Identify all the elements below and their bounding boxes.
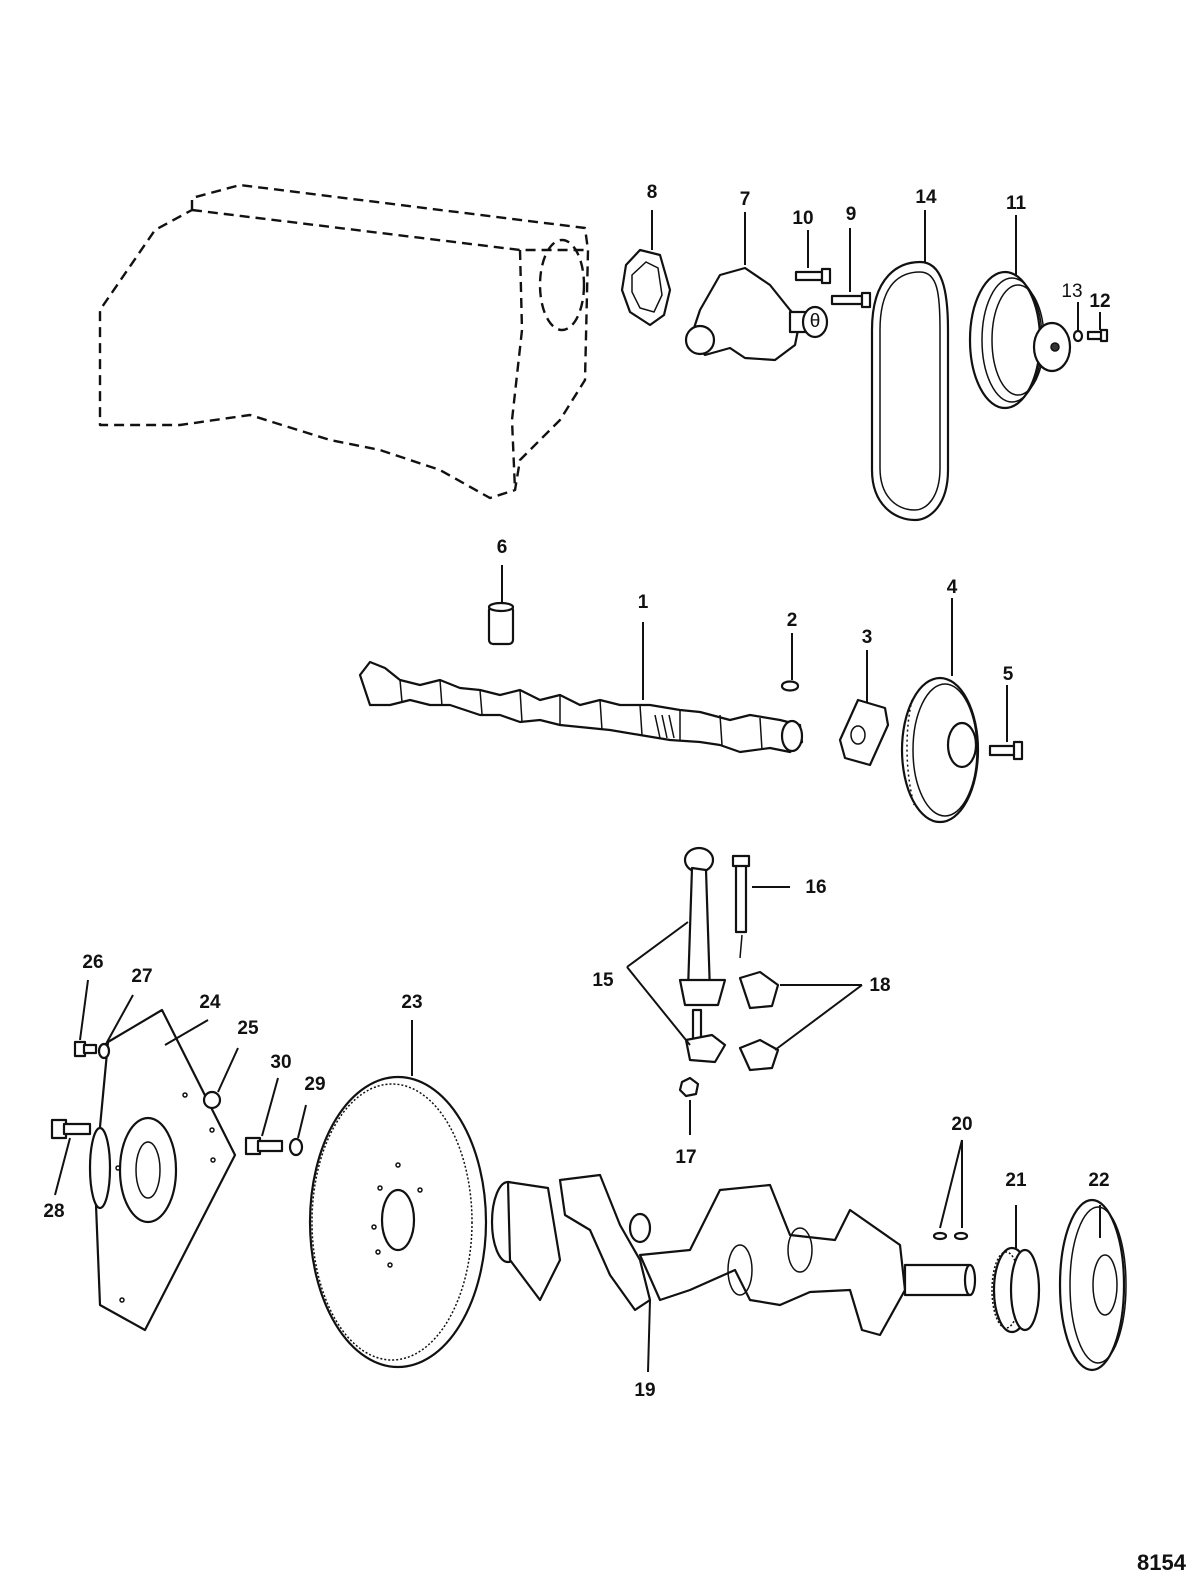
part-28-bolt [50,1118,92,1140]
part-18-bearing-upper [738,970,780,1010]
callout-21: 21 [1005,1170,1027,1191]
part-13-washer [1072,329,1084,343]
part-2-key [780,680,800,692]
callout-27: 27 [131,966,152,987]
callout-19: 19 [634,1380,655,1401]
part-22-damper [1058,1198,1127,1372]
callout-26: 26 [82,952,103,973]
callout-9: 9 [846,204,857,225]
part-1-camshaft [358,660,804,754]
callout-10: 10 [792,208,813,229]
callout-28: 28 [43,1201,64,1222]
callout-8: 8 [647,182,658,203]
part-12-bolt [1086,328,1109,343]
callout-4: 4 [947,577,958,598]
drawing-number: 8154 [1137,1550,1186,1575]
callout-7: 7 [740,189,751,210]
part-8-gasket [620,248,672,327]
engine-block-outline [98,183,590,500]
part-20-key-b [953,1231,969,1241]
callout-12: 12 [1089,291,1110,312]
callout-23: 23 [401,992,422,1013]
callout-1: 1 [638,592,649,613]
part-24-drive-plate [88,1008,237,1332]
part-16-rod-bolt [731,854,751,959]
part-3-thrust-plate [838,698,890,767]
part-29-washer [288,1137,304,1157]
part-23-flywheel [308,1075,488,1369]
callout-5: 5 [1003,664,1014,685]
callout-6: 6 [497,537,508,558]
part-6-lifter [487,601,515,646]
part-26-bolt [73,1040,98,1058]
callout-18: 18 [869,975,890,996]
callout-11: 11 [1006,193,1027,214]
callout-24: 24 [199,992,221,1013]
part-20-key-a [932,1231,948,1241]
part-9-bolt [830,291,872,309]
part-27-washer [97,1042,111,1060]
part-11-pulley [968,270,1072,410]
part-4-camshaft-gear [900,676,980,824]
part-18-bearing-lower [738,1038,780,1072]
callout-15: 15 [592,970,614,991]
part-17-nut [678,1076,700,1098]
part-15-connecting-rod [678,846,727,1064]
callout-17: 17 [675,1147,696,1168]
part-14-belt [870,260,950,522]
callout-3: 3 [862,627,873,648]
callout-14: 14 [915,187,937,208]
callout-16: 16 [805,877,826,898]
leader-lines [54,210,1101,1373]
callout-20: 20 [951,1114,972,1135]
part-30-bolt [244,1136,284,1156]
part-25-dowel [202,1090,222,1110]
svg-text:θ: θ [810,311,821,332]
callout-13: 13 [1061,281,1082,302]
part-19-crankshaft [490,1173,977,1337]
callout-2: 2 [787,610,798,631]
callout-25: 25 [237,1018,259,1039]
part-7-water-pump: θ [684,266,829,362]
part-5-bolt [988,740,1024,761]
part-10-bolt [794,267,832,285]
callout-22: 22 [1088,1170,1109,1191]
callout-labels: 8 7 10 9 14 11 13 12 6 1 2 3 4 5 16 15 1… [43,182,1110,1401]
part-21-crankshaft-gear [991,1246,1041,1334]
callout-29: 29 [304,1074,325,1095]
callout-30: 30 [270,1052,291,1073]
